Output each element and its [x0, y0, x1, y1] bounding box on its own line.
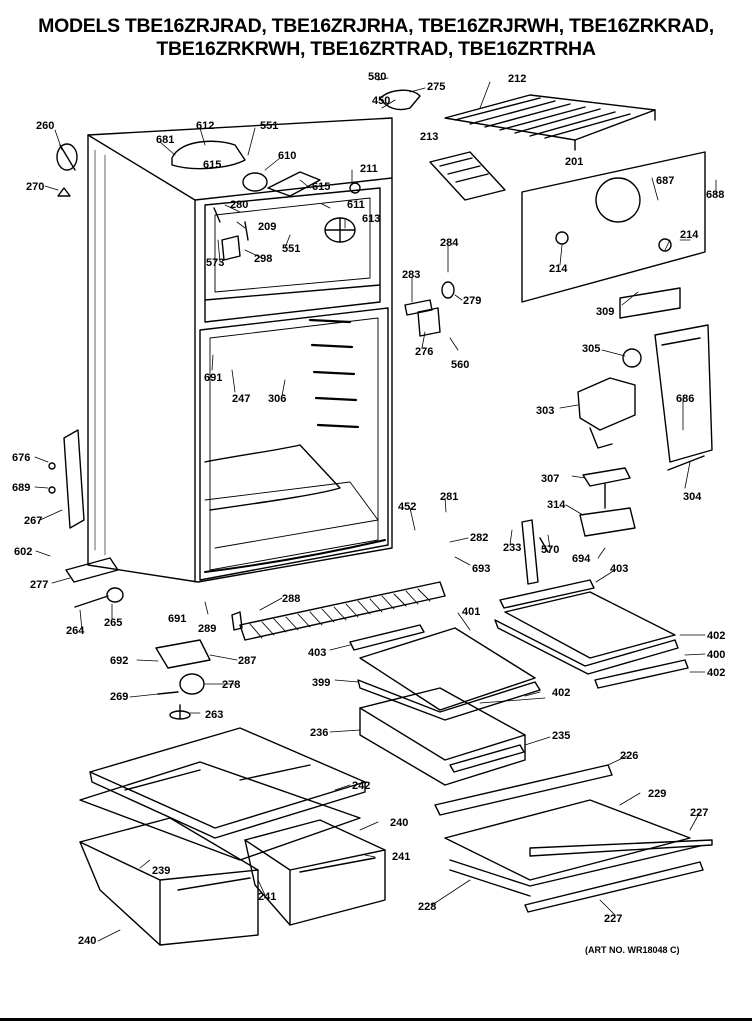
- part-label: 298: [254, 253, 272, 265]
- part-label: 309: [596, 306, 614, 318]
- part-label: 227: [604, 913, 622, 925]
- part-label: 209: [258, 221, 276, 233]
- part-label: 240: [390, 817, 408, 829]
- part-label: 287: [238, 655, 256, 667]
- part-label: 613: [362, 213, 380, 225]
- part-label: 676: [12, 452, 30, 464]
- part-label: 270: [26, 181, 44, 193]
- part-label: 580: [368, 71, 386, 83]
- part-label: 612: [196, 120, 214, 132]
- part-label: 551: [282, 243, 300, 255]
- bottom-border: [0, 1018, 752, 1021]
- part-label: 260: [36, 120, 54, 132]
- part-label: 242: [352, 780, 370, 792]
- part-label: 402: [707, 630, 725, 642]
- part-label: 305: [582, 343, 600, 355]
- part-label: 402: [707, 667, 725, 679]
- drain-heater-coil: [239, 581, 446, 641]
- part-label: 691: [168, 613, 186, 625]
- part-label: 241: [258, 891, 276, 903]
- leader-lines: [34, 77, 717, 942]
- crisper-pans: [79, 727, 386, 946]
- left-side-parts: [48, 429, 243, 720]
- part-label: 211: [360, 163, 378, 175]
- part-label: 236: [310, 727, 328, 739]
- part-label: 402: [552, 687, 570, 699]
- part-label: 615: [203, 159, 221, 171]
- part-label: 289: [198, 623, 216, 635]
- part-label: 288: [282, 593, 300, 605]
- part-label: 681: [156, 134, 174, 146]
- part-label: 306: [268, 393, 286, 405]
- part-label: 276: [415, 346, 433, 358]
- part-label: 573: [206, 257, 224, 269]
- part-label: 403: [308, 647, 326, 659]
- part-label: 281: [440, 491, 458, 503]
- part-label: 304: [683, 491, 702, 503]
- part-label: 279: [463, 295, 481, 307]
- part-label: 686: [676, 393, 694, 405]
- part-label: 602: [14, 546, 32, 558]
- part-label: 247: [232, 393, 250, 405]
- part-label: 265: [104, 617, 122, 629]
- part-label: 278: [222, 679, 240, 691]
- part-label: 275: [427, 81, 445, 93]
- part-label: 269: [110, 691, 128, 703]
- part-label: 314: [547, 499, 566, 511]
- part-label: 688: [706, 189, 724, 201]
- part-label: 687: [656, 175, 674, 187]
- part-label: 570: [541, 544, 559, 556]
- part-label: 452: [398, 501, 416, 513]
- part-label: 241: [392, 851, 410, 863]
- part-label: 694: [572, 553, 591, 565]
- part-label: 214: [549, 263, 568, 275]
- part-label: 691: [204, 372, 222, 384]
- part-label: 267: [24, 515, 42, 527]
- diagram-title-line-1: MODELS TBE16ZRJRAD, TBE16ZRJRHA, TBE16ZR…: [38, 15, 714, 37]
- part-label: 551: [260, 120, 278, 132]
- part-label: 239: [152, 865, 170, 877]
- part-label: 213: [420, 131, 438, 143]
- part-label: 560: [451, 359, 469, 371]
- shelf-assemblies: [349, 579, 713, 913]
- part-label: 201: [565, 156, 583, 168]
- diagram-title-line-2: TBE16ZRKRWH, TBE16ZRTRAD, TBE16ZRTRHA: [156, 38, 596, 60]
- part-label: 235: [552, 730, 570, 742]
- part-label: 611: [347, 199, 365, 211]
- part-label: 280: [230, 199, 248, 211]
- part-label: 282: [470, 532, 488, 544]
- part-label: 233: [503, 542, 521, 554]
- part-label: 284: [440, 237, 459, 249]
- part-label: 227: [690, 807, 708, 819]
- part-label: 226: [620, 750, 638, 762]
- part-label: 450: [372, 95, 390, 107]
- part-label: 283: [402, 269, 420, 281]
- part-label: 263: [205, 709, 223, 721]
- freezer-components: [56, 140, 361, 261]
- part-label: 615: [312, 181, 330, 193]
- part-label: 307: [541, 473, 559, 485]
- part-label: 240: [78, 935, 96, 947]
- part-label: 212: [508, 73, 526, 85]
- part-label: 264: [66, 625, 85, 637]
- part-label: 277: [30, 579, 48, 591]
- part-label: 693: [472, 563, 490, 575]
- part-label: 228: [418, 901, 436, 913]
- part-label: 403: [610, 563, 628, 575]
- part-label: 400: [707, 649, 725, 661]
- part-number-labels: 580 275 450 212 260 612 551 681 610 211 …: [12, 71, 725, 947]
- part-label: 303: [536, 405, 554, 417]
- part-label: 229: [648, 788, 666, 800]
- part-label: 692: [110, 655, 128, 667]
- part-label: 214: [680, 229, 699, 241]
- part-label: 689: [12, 482, 30, 494]
- part-label: 401: [462, 606, 480, 618]
- part-label: 610: [278, 150, 296, 162]
- right-side-parts: [379, 89, 713, 585]
- cabinet-drawing: [87, 117, 393, 583]
- art-number: (ART NO. WR18048 C): [585, 945, 680, 955]
- part-label: 399: [312, 677, 330, 689]
